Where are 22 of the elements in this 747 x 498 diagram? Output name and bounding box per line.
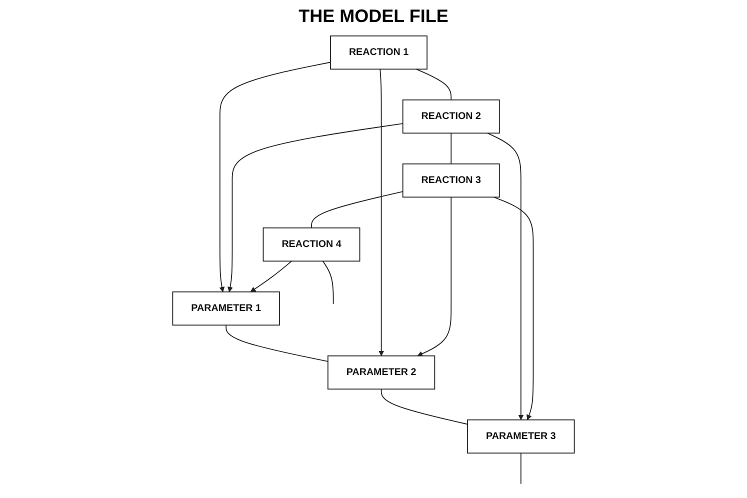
connector [380,388,468,425]
arrow [219,62,331,292]
arrow [250,260,292,292]
connector [226,324,328,362]
node-box: PARAMETER 3 [467,419,575,454]
node-box: REACTION 1 [330,35,428,70]
diagram-title: THE MODEL FILE [298,6,448,27]
connector [322,260,334,304]
arrow [493,196,534,420]
arrow [486,132,524,420]
node-box: REACTION 3 [402,163,500,198]
node-box: PARAMETER 2 [327,355,436,390]
connector [520,452,522,484]
connector [450,132,452,164]
node-box: REACTION 4 [262,227,360,262]
node-box: REACTION 2 [402,99,500,134]
arrow [378,68,384,356]
node-box: PARAMETER 1 [172,291,280,326]
connector [311,191,404,228]
arrow [417,196,452,356]
connector [416,68,452,100]
arrow [228,123,404,292]
